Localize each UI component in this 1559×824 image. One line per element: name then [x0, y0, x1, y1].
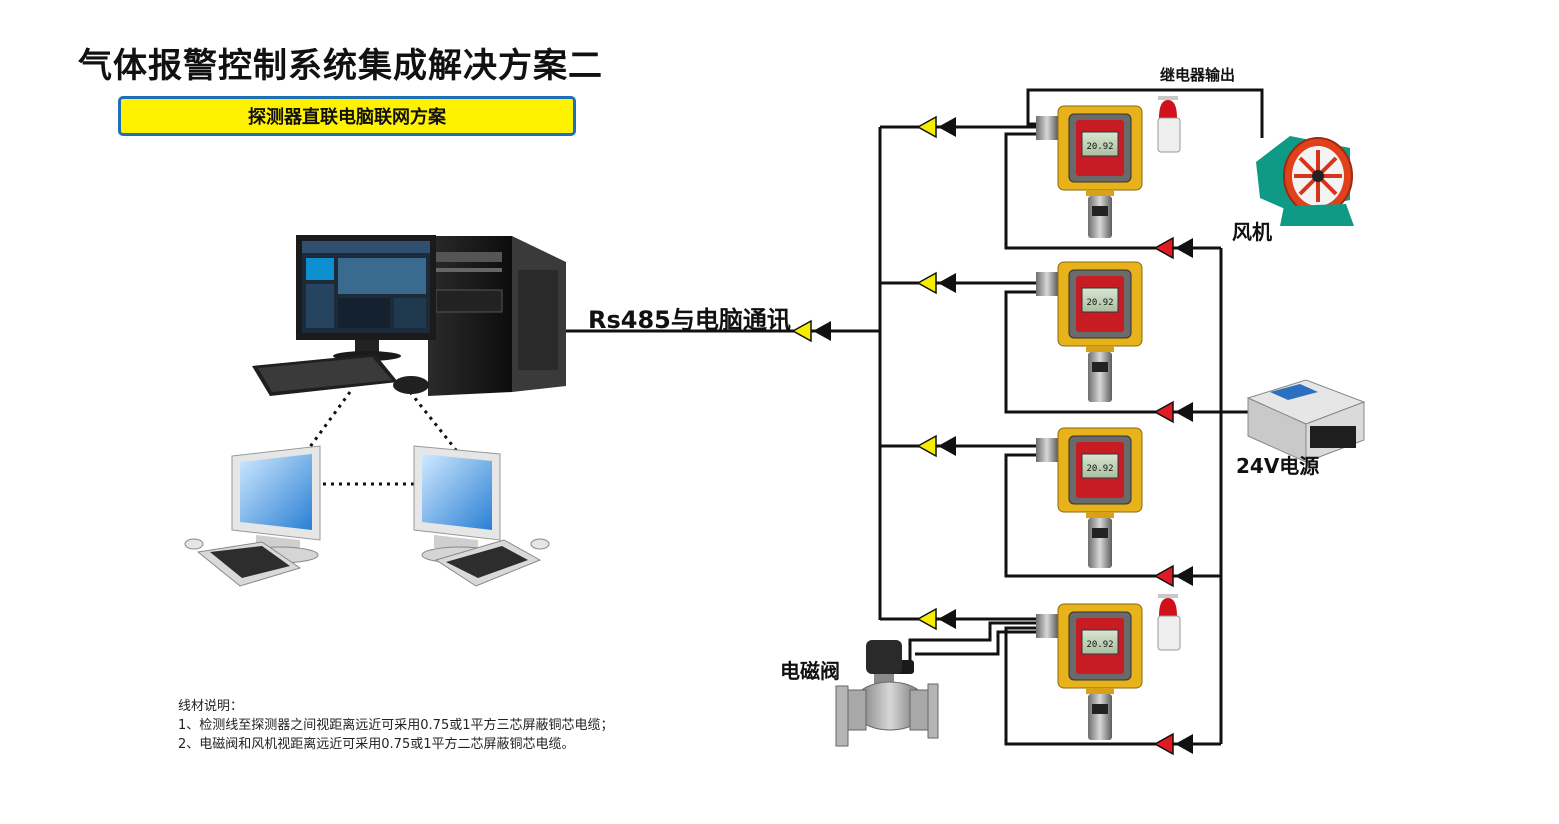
- tower-front: [428, 236, 512, 396]
- detector-reading-3: 20.92: [1086, 464, 1113, 474]
- notes-heading: 线材说明：: [178, 699, 244, 714]
- wiring-notes: 线材说明： 1、检测线至探测器之间视距离远近可采用0.75或1平方三芯屏蔽铜芯电…: [178, 697, 614, 754]
- client-computer-2: [413, 445, 550, 587]
- alarm-light-1-icon: [1157, 96, 1181, 153]
- rs485-label: Rs485与电脑通讯: [588, 306, 791, 334]
- solenoid-valve-icon: [835, 640, 939, 747]
- main-mouse: [393, 376, 429, 394]
- page-title: 气体报警控制系统集成解决方案二: [78, 46, 603, 86]
- subtitle-banner: 探测器直联电脑联网方案: [118, 96, 576, 136]
- client-computer-1: [184, 445, 321, 587]
- power-return-1: [1004, 132, 1221, 250]
- detector-reading-1: 20.92: [1086, 142, 1113, 152]
- rs485-arrow-black: [813, 321, 831, 341]
- rs485-arrows: [791, 115, 956, 631]
- gas-detector-2: 20.92: [1036, 261, 1143, 402]
- gas-detector-3: 20.92: [1036, 427, 1143, 568]
- power-return-2: [1004, 290, 1221, 414]
- detector-reading-2: 20.92: [1086, 298, 1113, 308]
- relay-to-fan: [1026, 88, 1264, 138]
- power-supply-icon: [1246, 379, 1366, 463]
- detector-reading-4: 20.92: [1086, 640, 1113, 650]
- gas-detector-4: 20.92: [1036, 603, 1143, 740]
- valve-link-b: [915, 630, 1040, 656]
- rs485-arrow-yellow: [791, 319, 812, 343]
- notes-item-2: 2、电磁阀和风机视距离远近可采用0.75或1平方二芯屏蔽铜芯电缆。: [178, 737, 575, 752]
- power-return-3: [1004, 453, 1221, 578]
- subtitle-text: 探测器直联电脑联网方案: [248, 107, 446, 128]
- gas-detector-1: 20.92: [1036, 105, 1143, 238]
- power-arrows: [1153, 236, 1193, 756]
- power-return-4: [1004, 626, 1221, 746]
- fan-label: 风机: [1232, 220, 1272, 244]
- exhaust-fan-icon: [1256, 136, 1354, 226]
- relay-output-label: 继电器输出: [1160, 66, 1236, 84]
- solenoid-valve-label: 电磁阀: [780, 659, 840, 683]
- power-supply-label: 24V电源: [1236, 454, 1320, 478]
- notes-item-1: 1、检测线至探测器之间视距离远近可采用0.75或1平方三芯屏蔽铜芯电缆；: [178, 718, 614, 733]
- main-computer-workstation: [252, 235, 566, 396]
- valve-link-a: [908, 621, 1040, 668]
- alarm-light-2-icon: [1157, 594, 1181, 651]
- wires: [566, 88, 1264, 746]
